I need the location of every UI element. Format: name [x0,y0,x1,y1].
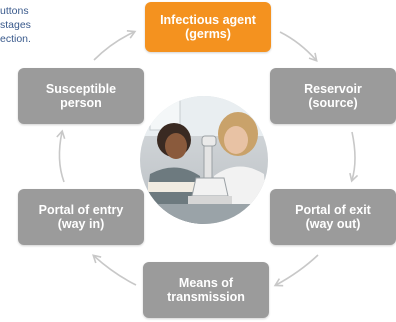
instruction-text: uttons stages ection. [0,4,90,46]
stage-label: Susceptible [45,82,117,96]
stage-label: Infectious agent [160,13,256,27]
stage-sublabel: (source) [308,96,358,110]
stage-reservoir-button[interactable]: Reservoir (source) [270,68,396,124]
stage-portal-of-entry-button[interactable]: Portal of entry (way in) [18,189,144,245]
stage-label: Portal of exit [295,203,371,217]
cycle-arrow-icon [349,131,359,183]
stage-label: Portal of entry [38,203,124,217]
stage-label: Means of [178,276,234,290]
stage-label: Reservoir [304,82,362,96]
stage-sublabel: transmission [167,290,245,304]
instruction-line: ection. [0,33,31,45]
stage-susceptible-person-button[interactable]: Susceptible person [18,68,144,124]
students-with-microscope-photo [140,96,268,224]
cycle-arrow-icon [92,254,137,286]
cycle-arrow-icon [279,31,318,62]
stage-portal-of-exit-button[interactable]: Portal of exit (way out) [270,189,396,245]
stage-sublabel: (way in) [57,217,105,231]
stage-means-of-transmission-button[interactable]: Means of transmission [143,262,269,318]
stage-sublabel: (way out) [305,217,361,231]
cycle-arrow-icon [273,254,319,287]
instruction-line: stages [0,19,31,31]
cycle-arrow-icon [93,30,137,61]
cycle-arrow-icon [56,129,66,183]
stage-infectious-agent-button[interactable]: Infectious agent (germs) [145,2,271,52]
stage-sublabel: (germs) [185,27,231,41]
instruction-line: uttons [0,5,29,17]
stage-sublabel: person [60,96,102,110]
